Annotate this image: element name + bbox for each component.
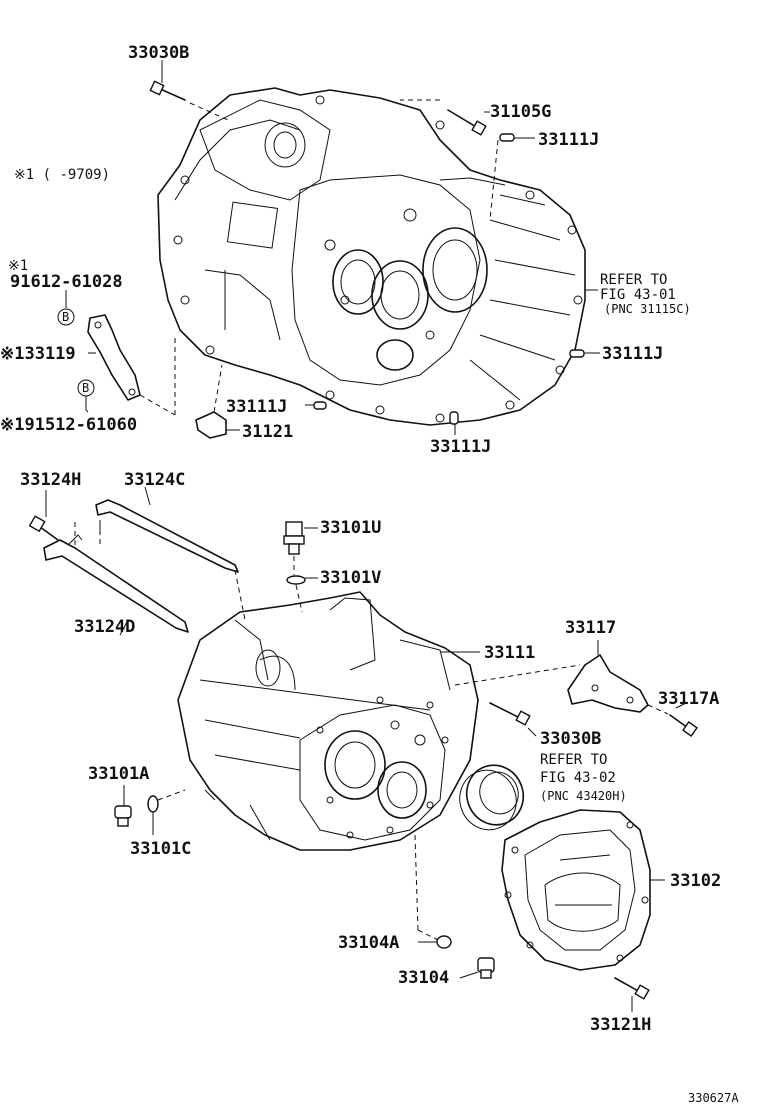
plug-33104 <box>459 957 495 979</box>
gasket-33104A <box>414 834 452 949</box>
diagram-id: 330627A <box>688 1091 739 1105</box>
case-cover-33102 <box>501 809 665 971</box>
label-33104: 33104 <box>398 968 449 988</box>
label-33101U: 33101U <box>320 518 381 538</box>
refer-1-line-3: (PNC 31115C) <box>604 302 691 316</box>
label-31105G: 31105G <box>490 102 551 122</box>
label-33111J-a: 33111J <box>538 130 599 150</box>
label-33030B-top: 33030B <box>128 43 189 63</box>
bolt-31105G <box>400 99 490 136</box>
label-33101A: 33101A <box>88 764 149 784</box>
part-31121 <box>195 364 240 439</box>
pin-33111J-d <box>449 411 459 435</box>
note-lines <box>57 290 95 413</box>
fork-33124D <box>43 518 189 636</box>
refer-2-line-3: (PNC 43420H) <box>540 789 627 803</box>
refer-2-line-1: REFER TO <box>540 752 607 768</box>
label-33117: 33117 <box>565 618 616 638</box>
bolt-33030B-top <box>149 60 229 121</box>
label-33101C: 33101C <box>130 839 191 859</box>
label-33121H: 33121H <box>590 1015 651 1035</box>
fork-33124C <box>95 486 246 621</box>
note-9709: ※1 ( -9709) <box>14 167 110 183</box>
label-31121: 31121 <box>242 422 293 442</box>
label-33117A: 33117A <box>658 689 719 709</box>
label-33104A: 33104A <box>338 933 399 953</box>
label-33101V: 33101V <box>320 568 381 588</box>
oil-seal-refer <box>459 764 525 831</box>
pin-33111J-a <box>489 133 535 221</box>
circle-b-1: B <box>62 310 69 324</box>
refer-2-line-2: FIG 43-02 <box>540 770 616 786</box>
switch-33101U <box>283 521 318 575</box>
label-33124C: 33124C <box>124 470 185 490</box>
label-33111J-d: 33111J <box>430 437 491 457</box>
transmission-case <box>177 591 581 851</box>
bolt-33124H <box>28 490 59 541</box>
bolt-33030B-mid <box>489 702 537 737</box>
note-star1: ※1 <box>8 258 28 274</box>
label-33124H: 33124H <box>20 470 81 490</box>
plug-33101A <box>114 785 132 827</box>
label-33102: 33102 <box>670 871 721 891</box>
bolt-33117A <box>647 702 698 737</box>
gasket-33101V <box>286 575 318 613</box>
clutch-housing <box>157 87 586 426</box>
bracket-33117 <box>567 640 649 713</box>
label-91512-61060: ※191512-61060 <box>0 415 137 435</box>
label-91612-61028: 91612-61028 <box>10 272 123 292</box>
label-33111: 33111 <box>484 643 535 663</box>
label-33119: ※133119 <box>0 344 76 364</box>
circle-b-2: B <box>82 381 89 395</box>
label-33124D: 33124D <box>74 617 135 637</box>
label-33030B-mid: 33030B <box>540 729 601 749</box>
bracket-33119 <box>87 314 176 416</box>
label-33111J-c: 33111J <box>226 397 287 417</box>
bolt-33121H <box>614 977 650 1012</box>
label-33111J-b: 33111J <box>602 344 663 364</box>
pin-33111J-c <box>305 401 327 410</box>
gasket-33101C <box>147 789 186 835</box>
refer-1-line-2: FIG 43-01 <box>600 287 676 303</box>
refer-1-line-1: REFER TO <box>600 272 667 288</box>
pin-33111J-b <box>569 349 600 358</box>
